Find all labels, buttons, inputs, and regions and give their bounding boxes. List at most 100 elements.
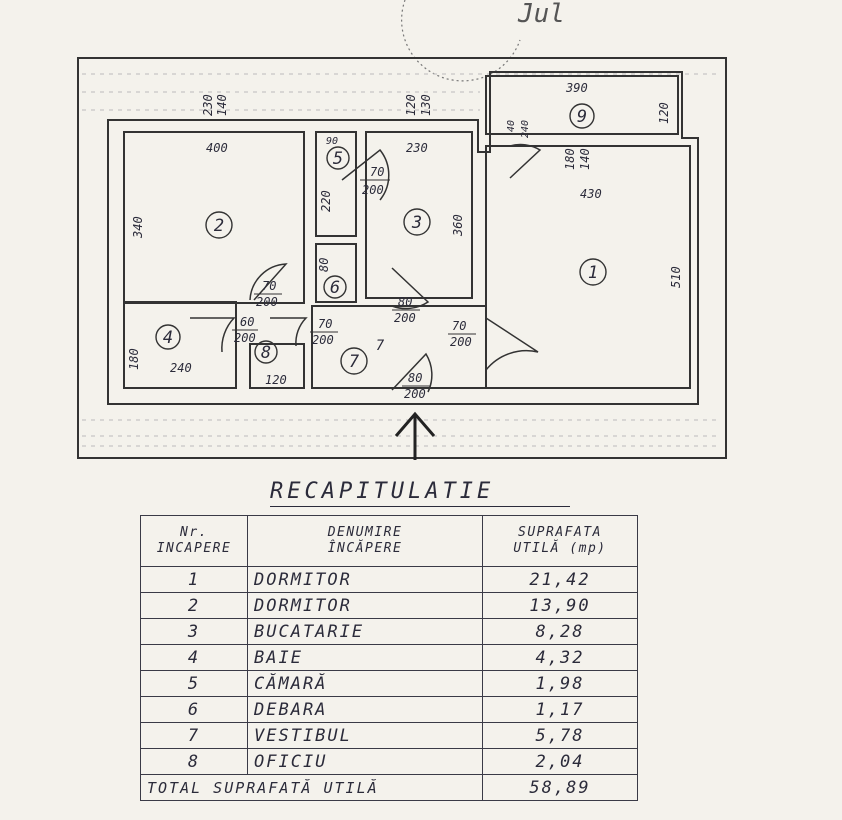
door-swing <box>341 148 390 201</box>
door-label: 200 <box>404 387 426 401</box>
recap-table: Nr. INCAPERE DENUMIRE ÎNCĂPERE SUPRAFATA… <box>140 515 638 801</box>
dimension-label: 400 <box>206 141 228 155</box>
header-area-line1: SUPRAFATA <box>518 525 602 540</box>
dimension-label: 80 <box>317 258 331 272</box>
pantry-outline <box>315 131 357 237</box>
dimension-label: 180 <box>127 348 141 370</box>
door-swing <box>485 317 539 371</box>
room-label: 5 <box>333 149 343 169</box>
row-name: DEBARA <box>247 696 483 723</box>
recap-title: RECAPITULATIE <box>270 478 570 507</box>
table-row: 2 DORMITOR 13,90 <box>140 592 638 619</box>
door-label: 200 <box>234 331 256 345</box>
header-name-line1: DENUMIRE <box>327 525 403 540</box>
room-label: 1 <box>588 263 598 283</box>
vestibule-outline <box>311 305 487 389</box>
room-label: 6 <box>330 278 340 298</box>
row-name: BAIE <box>247 644 483 671</box>
table-row: 4 BAIE 4,32 <box>140 644 638 671</box>
row-name: VESTIBUL <box>247 722 483 749</box>
row-area: 5,78 <box>482 722 638 749</box>
plan-frame <box>77 57 727 459</box>
header-nr: Nr. INCAPERE <box>140 515 248 567</box>
door-label: 200 <box>362 183 384 197</box>
room-label: 7 <box>349 352 360 372</box>
table-row: 8 OFICIU 2,04 <box>140 748 638 775</box>
door-label: 70 <box>452 319 466 333</box>
balcony-outline <box>485 75 679 135</box>
dimension-label: 360 <box>451 214 465 237</box>
room-label: 7 <box>376 338 385 354</box>
stamp-seal <box>401 0 521 82</box>
dimension-label: 390 <box>565 81 588 95</box>
total-label: TOTAL SUPRAFATĂ UTILĂ <box>140 774 483 801</box>
header-nr-line2: INCAPERE <box>156 541 232 556</box>
row-area: 1,98 <box>482 670 638 697</box>
table-row: 5 CĂMARĂ 1,98 <box>140 670 638 697</box>
table-row: 3 BUCATARIE 8,28 <box>140 618 638 645</box>
door-label: 70 <box>318 317 332 331</box>
exterior-wall <box>107 71 699 405</box>
door-label: 200 <box>394 311 416 325</box>
door-label: 80 <box>408 371 422 385</box>
row-nr: 8 <box>140 748 248 775</box>
dimension-label: 130 <box>419 94 433 116</box>
kitchen-outline <box>365 131 473 299</box>
room-label: 4 <box>163 328 173 348</box>
dimension-label: 430 <box>580 187 602 201</box>
total-row: TOTAL SUPRAFATĂ UTILĂ 58,89 <box>140 774 638 801</box>
dimension-label: 340 <box>131 216 145 239</box>
row-name: DORMITOR <box>247 592 483 619</box>
header-area-line2: UTILĂ (mp) <box>513 541 607 556</box>
room-label: 8 <box>261 343 271 363</box>
door-label: 70 <box>262 279 276 293</box>
row-area: 1,17 <box>482 696 638 723</box>
dimension-label: 90 <box>326 136 338 147</box>
table-row: 7 VESTIBUL 5,78 <box>140 722 638 749</box>
door-label: 70 <box>370 165 384 179</box>
door-swing <box>509 143 542 179</box>
row-name: OFICIU <box>247 748 483 775</box>
row-nr: 5 <box>140 670 248 697</box>
door-label: 200 <box>450 335 472 349</box>
header-area: SUPRAFATA UTILĂ (mp) <box>482 515 638 567</box>
row-nr: 3 <box>140 618 248 645</box>
entrance-arrow <box>394 411 436 460</box>
row-area: 21,42 <box>482 566 638 593</box>
row-name: DORMITOR <box>247 566 483 593</box>
closet-outline <box>315 243 357 303</box>
signature: Jul <box>517 0 565 29</box>
dimension-label: 220 <box>319 190 333 212</box>
door-swing <box>391 267 430 310</box>
dimension-label: 40 <box>506 120 517 132</box>
row-nr: 4 <box>140 644 248 671</box>
table-row: 6 DEBARA 1,17 <box>140 696 638 723</box>
row-area: 8,28 <box>482 618 638 645</box>
row-area: 2,04 <box>482 748 638 775</box>
table-row: 1 DORMITOR 21,42 <box>140 566 638 593</box>
dimension-label: 230 <box>201 94 215 116</box>
dimension-label: 240 <box>170 361 192 375</box>
floor-plan: Jul <box>77 0 727 460</box>
row-area: 13,90 <box>482 592 638 619</box>
door-label: 200 <box>312 333 334 347</box>
row-nr: 6 <box>140 696 248 723</box>
row-nr: 2 <box>140 592 248 619</box>
door-swing <box>190 317 236 353</box>
header-name: DENUMIRE ÎNCĂPERE <box>247 515 483 567</box>
total-value: 58,89 <box>482 774 638 801</box>
dimension-label: 510 <box>669 266 683 288</box>
dimension-label: 140 <box>578 148 592 170</box>
row-name: CĂMARĂ <box>247 670 483 697</box>
door-swing <box>249 263 288 301</box>
row-nr: 1 <box>140 566 248 593</box>
dimension-label: 240 <box>520 120 531 138</box>
door-swing <box>270 317 308 347</box>
dimension-label: 180 <box>563 148 577 170</box>
office-outline <box>249 343 305 389</box>
room-label: 3 <box>411 213 422 233</box>
room-label: 9 <box>577 107 587 127</box>
row-name: BUCATARIE <box>247 618 483 645</box>
dimension-label: 140 <box>215 94 229 116</box>
row-nr: 7 <box>140 722 248 749</box>
